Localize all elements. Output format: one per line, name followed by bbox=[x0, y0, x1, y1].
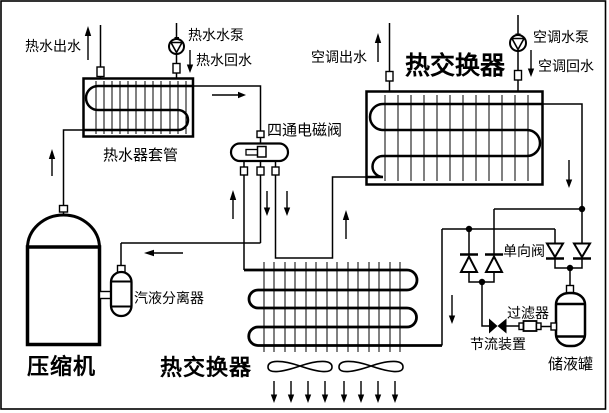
hot-gas-line bbox=[193, 85, 262, 131]
check-valve-down-icon bbox=[545, 242, 565, 260]
ac-water-out-label: 空调出水 bbox=[311, 49, 367, 65]
ac-water-return-label: 空调回水 bbox=[538, 58, 594, 74]
four-way-valve: 四通电磁阀 bbox=[229, 122, 367, 270]
check-valve-up-icon bbox=[459, 253, 479, 273]
airflow-arrows bbox=[270, 381, 399, 403]
compressor-label: 压缩机 bbox=[27, 354, 96, 379]
heat-exchanger-bottom-label: 热交换器 bbox=[160, 355, 252, 380]
air-heat-exchanger: 热交换器 bbox=[160, 262, 442, 403]
gas-liquid-separator-label: 汽液分离器 bbox=[134, 290, 204, 306]
hot-water-out-label: 热水出水 bbox=[25, 38, 81, 54]
hot-water-piping: 热水出水 热水水泵 热水回水 bbox=[25, 23, 252, 79]
ac-water-pump-icon bbox=[509, 33, 527, 52]
check-valve-label: 单向阀 bbox=[503, 243, 545, 259]
water-heater-coil-label: 热水器套管 bbox=[103, 147, 178, 164]
hot-water-return-label: 热水回水 bbox=[196, 52, 252, 68]
compressor: 压缩机 bbox=[25, 213, 102, 379]
liquid-receiver: 储液罐 bbox=[548, 284, 593, 373]
heat-exchanger-top-title: 热交换器 bbox=[405, 51, 506, 80]
left-arrow-icon bbox=[144, 249, 154, 257]
water-heater-unit: 热水器套管 bbox=[82, 77, 195, 164]
up-arrow-icon bbox=[374, 33, 382, 43]
throttle-device: 节流装置 bbox=[470, 318, 526, 352]
gas-liquid-separator: 汽液分离器 bbox=[98, 243, 204, 318]
pipe-junction-dot bbox=[465, 225, 473, 233]
coil-tube bbox=[244, 268, 442, 347]
four-way-valve-label: 四通电磁阀 bbox=[267, 122, 342, 139]
up-arrow-icon bbox=[84, 26, 92, 36]
ac-water-pump-label: 空调水泵 bbox=[533, 29, 589, 45]
filter: 过滤器 bbox=[507, 305, 552, 332]
refrigerant-line-right bbox=[542, 103, 583, 209]
down-arrow-icon bbox=[283, 207, 291, 216]
throttle-valve-icon bbox=[497, 318, 507, 334]
down-arrow-icon bbox=[263, 207, 271, 216]
throttle-device-label: 节流装置 bbox=[470, 336, 526, 352]
fan-icon bbox=[338, 360, 404, 373]
filter-icon bbox=[522, 320, 538, 332]
compressor-dome bbox=[26, 213, 101, 249]
ac-water-piping: 空调出水 热交换器 空调水泵 空调回水 bbox=[311, 15, 594, 92]
check-valve-up-icon bbox=[484, 253, 504, 273]
up-arrow-icon bbox=[229, 190, 237, 200]
hot-water-pump-label: 热水水泵 bbox=[188, 27, 244, 43]
up-arrow-icon bbox=[342, 210, 350, 220]
hot-water-pump-icon bbox=[168, 37, 185, 55]
coil-fins bbox=[95, 81, 187, 134]
coil-tube bbox=[366, 102, 543, 179]
coil-fins bbox=[384, 95, 529, 181]
throttle-valve-icon bbox=[489, 318, 498, 334]
fan-icon bbox=[267, 360, 333, 373]
ac-heat-exchanger-unit bbox=[365, 90, 544, 186]
down-arrow-icon bbox=[186, 64, 194, 73]
suction-line bbox=[121, 242, 261, 257]
liquid-receiver-label: 储液罐 bbox=[548, 356, 593, 373]
pipe-junction-dot bbox=[478, 278, 486, 286]
pipe-junction-dot bbox=[566, 264, 574, 272]
receiver-tank bbox=[554, 291, 587, 348]
filter-label: 过滤器 bbox=[507, 305, 549, 321]
check-valve-down-icon bbox=[572, 242, 592, 260]
down-arrow-icon bbox=[448, 315, 456, 324]
down-arrow-icon bbox=[565, 179, 573, 188]
compressor-discharge-line bbox=[48, 129, 84, 217]
pipe-junction-dot bbox=[578, 205, 586, 213]
down-arrow-icon bbox=[527, 68, 535, 77]
right-arrow-icon bbox=[238, 91, 246, 99]
compressor-body bbox=[25, 245, 102, 347]
check-valve-network: 单向阀 bbox=[441, 205, 592, 346]
coil-tube bbox=[83, 84, 193, 132]
up-arrow-icon bbox=[48, 149, 56, 159]
